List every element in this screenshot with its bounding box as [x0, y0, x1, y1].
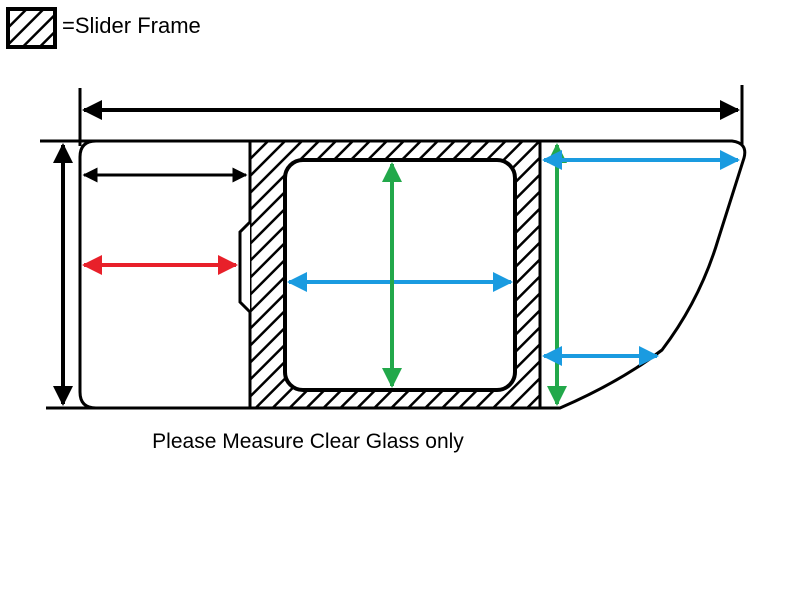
caption: Please Measure Clear Glass only [152, 430, 464, 453]
legend-swatch-hatched [6, 7, 57, 49]
slider-glass [283, 158, 517, 392]
legend-label: =Slider Frame [62, 13, 201, 38]
latch-handle [238, 220, 252, 314]
